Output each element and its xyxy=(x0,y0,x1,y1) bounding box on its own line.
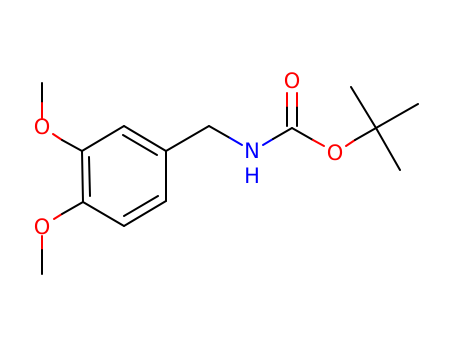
bond-ch2-n-b xyxy=(229,137,243,146)
bond-ring-4 xyxy=(123,200,167,227)
atom-o-carbonyl: O xyxy=(284,69,301,93)
bond-o-tbu-b xyxy=(354,127,377,141)
bond-tbu-right xyxy=(375,103,419,129)
bond-ring-inner-2 xyxy=(122,134,158,156)
bond-tbu-upper-left xyxy=(350,86,377,129)
bond-ring-1 xyxy=(81,125,125,152)
bond-ring-inner-1 xyxy=(88,156,91,197)
atom-labels: O O N H O O xyxy=(34,69,344,239)
bond-ring-5 xyxy=(82,201,125,227)
bond-ring-ch2 xyxy=(165,125,210,152)
bond-ring-inner-3 xyxy=(123,195,159,217)
atom-o-methoxy-lower: O xyxy=(34,215,51,239)
bond-c-o-ester-b xyxy=(312,139,325,147)
bond-upper-o-ring-b xyxy=(61,139,83,152)
bond-lower-o-ring-b xyxy=(61,201,84,215)
atom-o-methoxy-upper: O xyxy=(34,115,51,139)
bonds xyxy=(41,82,419,275)
bond-ring-2 xyxy=(123,125,167,152)
atom-h-amide: H xyxy=(244,164,260,188)
atom-o-ester: O xyxy=(327,141,344,165)
bond-n-c-a xyxy=(262,138,274,146)
bond-ring-6 xyxy=(81,150,84,203)
bond-tbu-down xyxy=(375,127,401,171)
bond-o-tbu-a xyxy=(345,139,356,147)
atom-n-amide: N xyxy=(244,139,260,163)
bond-upper-o-ring-a xyxy=(52,133,63,141)
bond-ch2-n-a xyxy=(208,125,231,139)
bond-c-o-ester-a xyxy=(291,127,314,141)
bond-lower-o-ring-a xyxy=(53,213,63,220)
bond-n-c-b xyxy=(272,127,293,140)
